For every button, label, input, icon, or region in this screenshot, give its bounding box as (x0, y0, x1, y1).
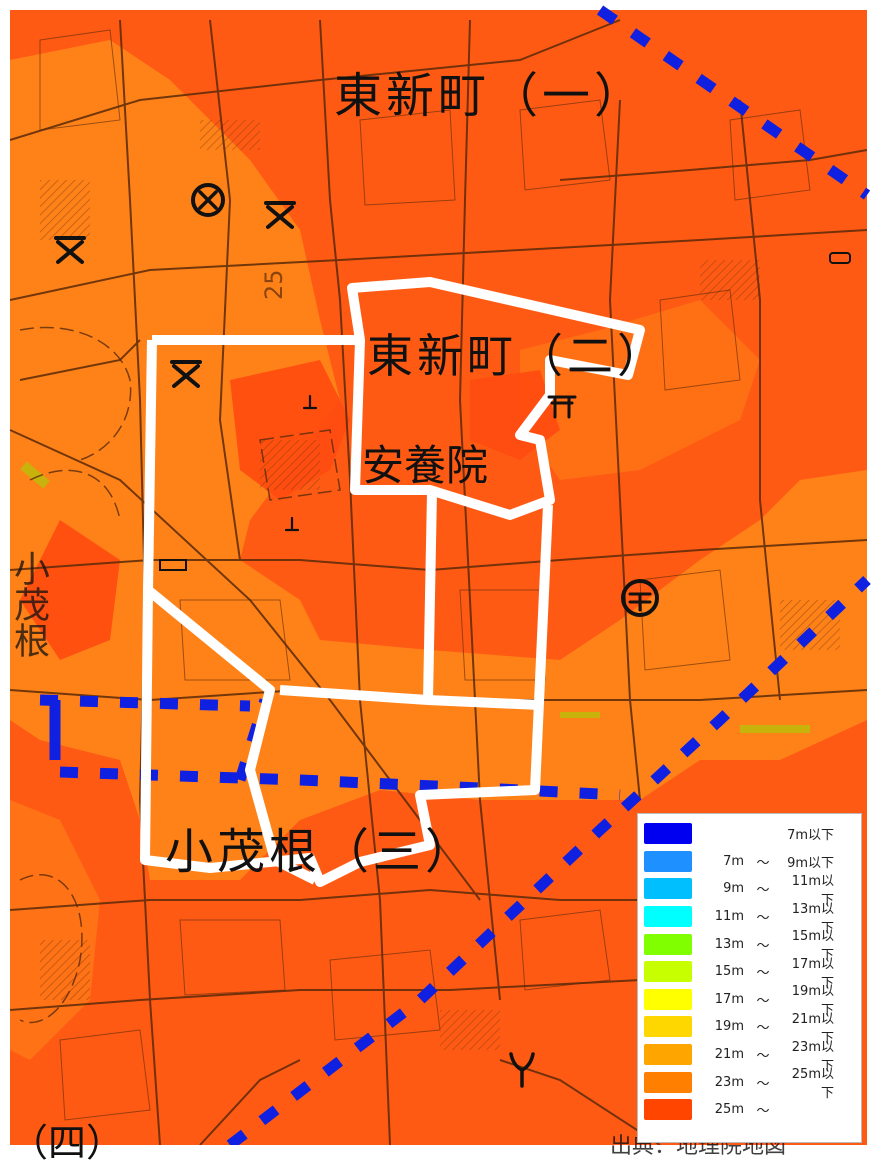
legend-from: 19m (714, 1019, 744, 1035)
place-label-higashishinmachi-1: 東新町（一） (334, 68, 647, 124)
place-label-district-4: （四） (10, 1121, 125, 1165)
rail-line-east-west-upper (39, 694, 251, 712)
place-label-kozone-3: 小茂根（三） (165, 824, 478, 880)
legend-to: 19m以下 (791, 984, 834, 1019)
legend-to: 11m以下 (791, 873, 834, 908)
park-paths (19, 326, 341, 1024)
legend-separator: ～ (756, 911, 770, 927)
legend-to: 13m以下 (791, 901, 834, 936)
map-symbols (54, 183, 851, 1088)
rail-lines (39, 5, 871, 1145)
legend-from: 9m (723, 881, 744, 897)
legend-swatch (644, 1071, 692, 1093)
legend-swatch (644, 1016, 692, 1038)
legend-swatch (644, 1099, 692, 1121)
legend-separator: ～ (756, 1076, 770, 1092)
legend-separator: ～ (756, 1104, 770, 1120)
district-boundaries (140, 277, 645, 887)
legend-to: 15m以下 (791, 929, 834, 964)
place-label-anyoin: 安養院 (362, 441, 489, 490)
legend-separator: ～ (756, 993, 770, 1009)
legend-to: 17m以下 (791, 956, 834, 991)
bench-icon (829, 252, 851, 264)
legend-from: 15m (714, 964, 744, 980)
legend-from: 25m (714, 1102, 744, 1118)
school-icon (54, 236, 86, 264)
rail-line-northeast (596, 5, 871, 200)
legend-from: 13m (714, 936, 744, 952)
rail-line-diagonal (226, 576, 871, 1145)
legend-separator: ～ (756, 1049, 770, 1065)
torii-icon (547, 395, 577, 419)
legend-row: 13m ～ 15m以下 (644, 929, 855, 963)
legend-row: 15m ～ 17m以下 (644, 957, 855, 991)
legend-from: 17m (714, 991, 744, 1007)
tree-icon (509, 1052, 535, 1088)
school-icon (264, 201, 296, 229)
boundary-inner-vertical (423, 491, 437, 701)
legend-to: 9m以下 (787, 855, 834, 871)
boundary-west (152, 277, 645, 520)
legend-to: 25m以下 (791, 1067, 834, 1102)
legend-separator: ～ (756, 855, 770, 871)
legend-from: 21m (714, 1047, 744, 1063)
place-label-higashishinmachi-2: 東新町（二） (367, 329, 667, 383)
legend-swatch (644, 850, 692, 872)
police-station-icon (191, 183, 225, 217)
legend-row: 25m ～ (644, 1096, 855, 1124)
rail-line-east-west-lower (59, 766, 621, 801)
legend-row: 23m ～ 25m以下 (644, 1067, 855, 1101)
legend-swatch (644, 933, 692, 955)
legend-separator: ～ (756, 1021, 770, 1037)
shrine-icon (284, 516, 300, 532)
boundary-inner-horizontal (279, 685, 541, 710)
legend-swatch (644, 1044, 692, 1066)
small-structure (159, 559, 187, 571)
school-icon (170, 360, 202, 388)
post-office-icon (621, 579, 659, 617)
legend-row: 19m ～ 21m以下 (644, 1012, 855, 1046)
legend-separator: ～ (756, 938, 770, 954)
low-spots (20, 461, 810, 733)
legend-to: 7m以下 (787, 828, 834, 844)
legend-swatch (644, 878, 692, 900)
spot-elevation: 25 (260, 269, 288, 300)
legend-row: 7m以下 (644, 820, 855, 848)
legend-to: 21m以下 (791, 1011, 834, 1046)
shrine-icon (302, 394, 318, 410)
legend-from: 11m (714, 909, 744, 925)
legend-row: 21m ～ 23m以下 (644, 1040, 855, 1074)
legend-swatch (644, 823, 692, 845)
legend-swatch (644, 988, 692, 1010)
legend-swatch (644, 961, 692, 983)
legend-row: 11m ～ 13m以下 (644, 902, 855, 936)
legend-swatch (644, 906, 692, 928)
legend-from: 7m (723, 853, 744, 869)
legend-separator: ～ (756, 883, 770, 899)
boundary-diagonal (144, 586, 318, 885)
legend-row: 17m ～ 19m以下 (644, 984, 855, 1018)
legend-row: 7m ～ 9m以下 (644, 848, 855, 876)
legend-row: 9m ～ 11m以下 (644, 874, 855, 908)
place-label-left-edge: 小茂根 (8, 550, 49, 658)
legend-separator: ～ (756, 966, 770, 982)
legend-from: 23m (714, 1074, 744, 1090)
boundary-south (140, 339, 553, 887)
legend-to: 23m以下 (791, 1039, 834, 1074)
